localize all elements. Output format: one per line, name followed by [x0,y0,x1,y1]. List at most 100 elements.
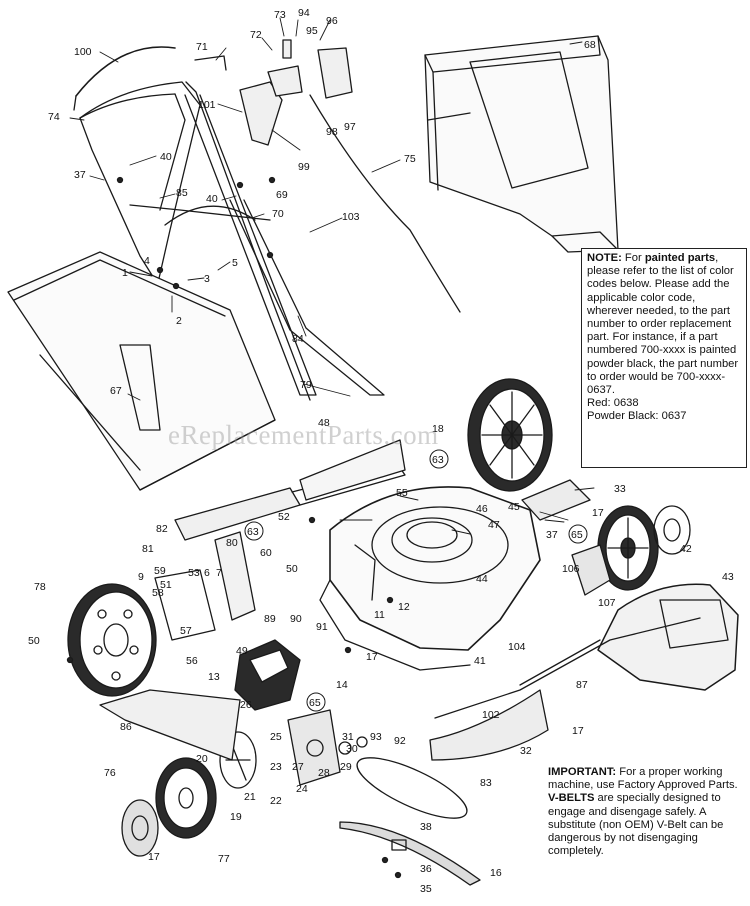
callout-44: 44 [476,573,488,585]
callout-17b: 17 [366,651,378,663]
callout-106: 106 [562,563,580,575]
front-bracket-right [521,479,591,521]
callout-89: 89 [264,613,276,625]
hardware [66,176,402,879]
callout-29: 29 [340,761,352,773]
callout-107: 107 [598,597,616,609]
callout-68: 68 [584,39,596,51]
note-text-2: , please refer to the list of color code… [587,252,739,397]
callout-37a: 37 [74,169,86,181]
rear-wheel [67,583,157,697]
front-wheel [121,731,257,857]
callout-20: 20 [196,753,208,765]
callout-50a: 50 [286,563,298,575]
note-red-code: Red: 0638 [587,397,639,410]
important-lead: IMPORTANT: [548,766,617,778]
callout-1: 1 [122,267,128,279]
callout-40a: 40 [160,151,172,163]
callout-94: 94 [298,7,310,19]
callout-2: 2 [176,315,182,327]
callout-13: 13 [208,671,220,683]
blade [339,757,481,886]
callout-19: 19 [230,811,242,823]
front-cover [597,583,739,691]
callout-9: 9 [138,571,144,583]
control-cable [309,94,461,313]
callout-87: 87 [576,679,588,691]
callout-17c: 17 [572,725,584,737]
callout-7: 7 [216,567,222,579]
important-text-2: are specially designed to engage and dis… [548,792,724,858]
callout-43: 43 [722,571,734,583]
callout-17a: 17 [592,507,604,519]
callout-63a: 63 [432,454,444,466]
callout-22: 22 [270,795,282,807]
grass-bag [424,35,619,253]
callout-38: 38 [420,821,432,833]
front-bracket [287,709,368,786]
callout-102: 102 [482,709,500,721]
callout-95: 95 [306,25,318,37]
note-black-code: Powder Black: 0637 [587,410,687,423]
callout-46: 46 [476,503,488,515]
callout-100: 100 [74,46,92,58]
callout-42: 42 [680,543,692,555]
important-vbelts: V-BELTS [548,792,595,805]
callout-65a: 65 [571,529,583,541]
callout-25: 25 [270,731,282,743]
callout-63b: 63 [247,526,259,538]
callout-30: 30 [346,743,358,755]
callout-78: 78 [34,581,46,593]
callout-47: 47 [488,519,500,531]
callout-6: 6 [204,567,210,579]
callout-11: 11 [374,609,385,621]
callout-41: 41 [474,655,486,667]
callout-55: 55 [396,487,408,499]
drive-wheel [597,505,691,591]
callout-59: 59 [154,565,166,577]
callout-101: 101 [198,99,216,111]
callout-103: 103 [342,211,360,223]
callout-77: 77 [218,853,230,865]
callout-28: 28 [318,767,330,779]
note-lead: NOTE: [587,252,622,264]
callout-57: 57 [180,625,192,637]
callout-75: 75 [404,153,416,165]
callout-21: 21 [244,791,256,803]
note-text-1: For [621,252,645,264]
upper-wheel [467,378,553,492]
callout-85: 85 [176,187,188,199]
callout-17d: 17 [148,851,160,863]
callout-99: 99 [298,161,310,173]
gear-case [571,544,611,596]
leader-lines [69,17,595,535]
callout-67: 67 [110,385,122,397]
callout-82: 82 [156,523,168,535]
callout-16: 16 [490,867,502,879]
callout-93: 93 [370,731,382,743]
callout-98: 98 [326,126,338,138]
callout-37b: 37 [546,529,558,541]
callout-96: 96 [326,15,338,27]
callout-56: 56 [186,655,198,667]
callout-69: 69 [276,189,288,201]
callout-72: 72 [250,29,262,41]
callout-33: 33 [614,483,626,495]
callout-65b: 65 [309,697,321,709]
lower-handle [129,94,385,396]
height-adjuster [214,531,256,621]
watermark: eReplacementParts.com [168,420,439,450]
callout-48: 48 [318,417,330,429]
callout-70: 70 [272,208,284,220]
callout-12: 12 [398,601,410,613]
callout-14: 14 [336,679,348,691]
callout-81: 81 [142,543,154,555]
callout-53: 53 [188,567,200,579]
callout-36: 36 [420,863,432,875]
callout-24: 24 [296,783,308,795]
callout-74: 74 [48,111,60,123]
engine-control-parts [239,39,353,146]
callout-18: 18 [432,423,444,435]
rear-skirt [99,689,241,761]
callout-91: 91 [316,621,328,633]
